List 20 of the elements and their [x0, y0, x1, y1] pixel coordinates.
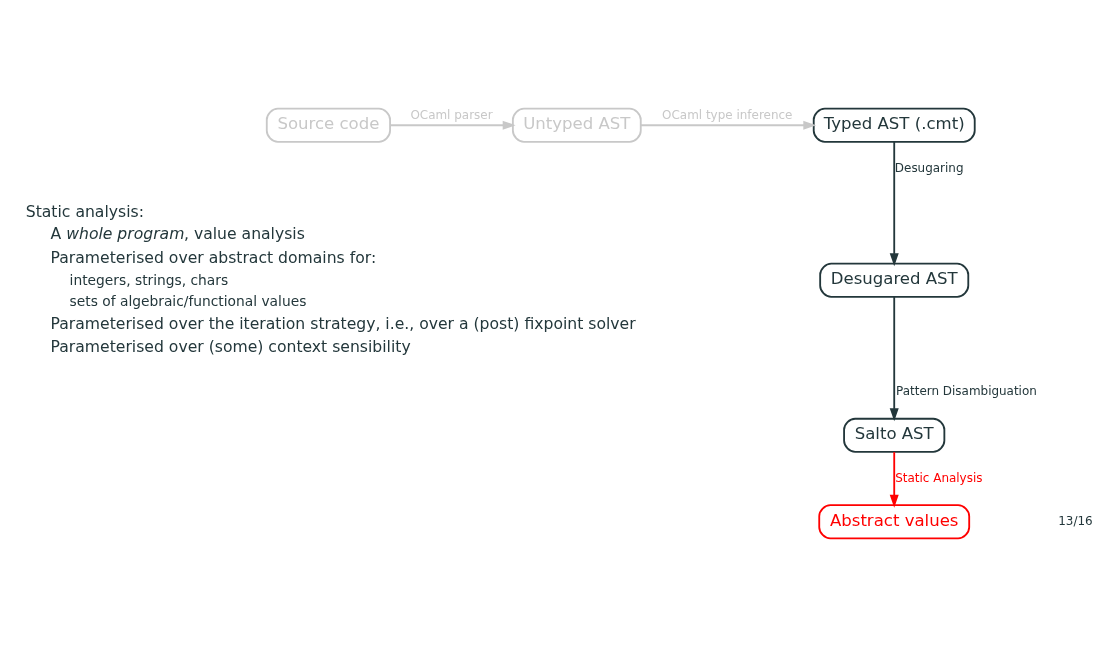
node-box: Salto AST [843, 417, 946, 453]
arrow [889, 295, 899, 421]
label: integers, strings, chars [69, 271, 229, 288]
label: Parameterised over (some) context sensibility [50, 336, 411, 356]
node-box: Typed AST (.cmt) [812, 107, 976, 143]
label: A whole program, value analysis [50, 223, 305, 243]
node-box: Desugared AST [819, 262, 970, 298]
edge-label: Static Analysis [895, 470, 983, 485]
label: 13/16 [1058, 513, 1093, 528]
edge-label: Pattern Disambiguation [896, 383, 1037, 398]
edge-label: Desugaring [894, 160, 964, 175]
arrow [889, 450, 899, 508]
label: Static analysis: [25, 201, 144, 221]
label: Parameterised over abstract domains for: [50, 247, 377, 267]
arrow [889, 140, 899, 266]
label: Parameterised over the iteration strategy, i.e., over a (post) fixpoint solver [50, 313, 636, 333]
arrow [640, 120, 817, 130]
label: sets of algebraic/functional values [69, 292, 307, 309]
arrow [389, 120, 516, 130]
node-box: Abstract values [818, 503, 971, 539]
